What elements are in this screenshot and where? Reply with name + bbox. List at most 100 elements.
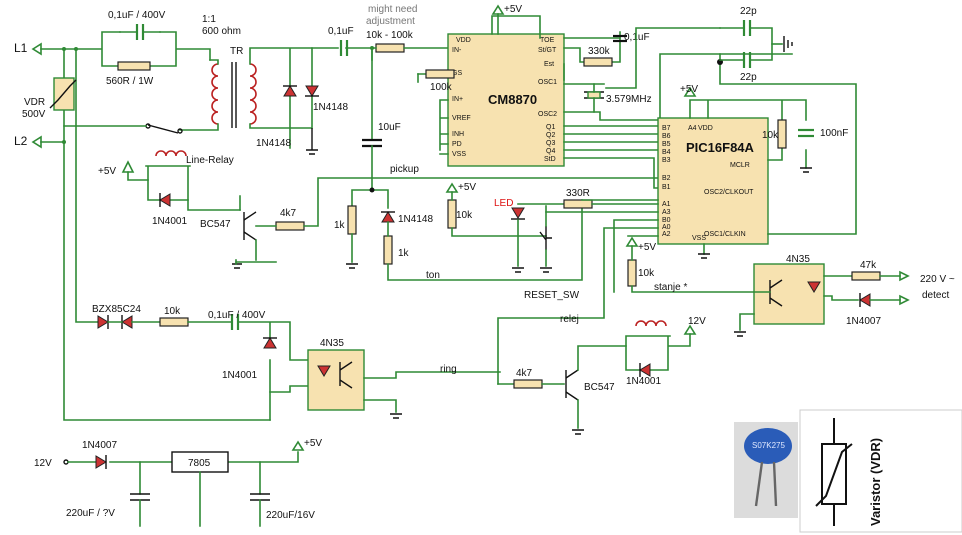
ac-detect-line1: 220 V ~ [920,274,955,285]
pickup-cap-label: 10uF [378,122,401,133]
mcu-pin-a1: A1 [662,201,671,208]
relay-out-diode: 1N4001 [626,376,661,387]
dtmf-input: 0,1uF might need adjustment 10k - 100k 1… [311,4,449,148]
dtmf-gs-res: 100k [430,82,453,93]
ring-cap: 0,1uF / 400V [208,310,266,321]
mcu-pin-b1: B1 [662,184,671,191]
stanje-circuit: +5V 10k stanje * [497,219,755,385]
pickup-res-1k: 1k [398,248,410,259]
mcu-pin-osc2: OSC2/CLKOUT [704,189,754,196]
pickup-network: pickup 1k 1N4148 1k ton [334,145,583,281]
psu-output: +5V [304,438,322,449]
clamp-diode-right-label: 1N4148 [313,102,348,113]
dtmf-pin-in-plus: IN+ [452,96,463,103]
relay-supply: +5V [98,166,116,177]
stanje-supply: +5V [638,242,656,253]
clamp-diodes: 1N4148 1N4148 [256,85,348,155]
dtmf-note-line1: might need [368,4,417,15]
ac-detect-diode: 1N4007 [846,316,881,327]
relay-diode-label: 1N4001 [152,216,187,227]
dtmf-input-res: 10k - 100k [366,30,414,41]
dtmf-pin-inh: INH [452,131,464,138]
mcu-pin-b7: B7 [662,125,671,132]
dtmf-pin-q2: Q2 [546,132,555,139]
input-resistor-label: 560R / 1W [106,76,154,87]
mcu-pin-b3: B3 [662,157,671,164]
mcu-pin-b6: B6 [662,133,671,140]
dtmf-est-res: 330k [588,46,611,57]
inset-symbol-caption: Varistor (VDR) [868,438,883,526]
dtmf-pin-q1: Q1 [546,124,555,131]
mcu-pin-vdd: VDD [698,125,713,132]
relay-label: Line-Relay [186,155,234,166]
transformer-impedance: 600 ohm [202,26,241,37]
dtmf-note-line2: adjustment [366,16,415,27]
terminal-l1-label: L1 [14,41,28,55]
ring-res: 10k [164,306,181,317]
ring-detect: BZX85C24 10k 0,1uF / 400V 1N4001 4N35 ri… [92,304,501,421]
ac-detect: 4N35 47k 1N4007 220 V ~ detect [734,254,955,337]
psu-regulator: 7805 [188,458,211,469]
dtmf-pin-vdd: VDD [456,37,471,44]
clamp-diode-bottom-label: 1N4148 [256,138,291,149]
dtmf-pin-osc1: OSC1 [538,79,557,86]
dtmf-pin-gs: GS [452,70,462,77]
transformer-ratio: 1:1 [202,14,216,25]
dtmf-pin-q4: Q4 [546,148,555,155]
mcu-pin-b5: B5 [662,141,671,148]
mcu-pin-osc1: OSC1/CLKIN [704,231,746,238]
pickup-diode: 1N4148 [398,214,433,225]
relay-out-net: relej [560,314,579,325]
terminal-l2-label: L2 [14,134,28,148]
tone-net-label: ton [426,270,440,281]
mcu-osc-cap2: 22p [740,72,757,83]
ring-opto: 4N35 [320,338,344,349]
vdr-name: VDR [24,97,45,108]
psu-cap-out: 220uF/16V [266,510,315,521]
dtmf-pin-q3: Q3 [546,140,555,147]
mcu-mclr-res: 10k [762,130,779,141]
mcu-pin-b0: B0 [662,217,671,224]
mcu-pin-mclr: MCLR [730,162,750,169]
power-supply: 12V 1N4007 7805 +5V 220uF / ?V 220uF/16V [34,438,322,527]
inset-varistor-symbol: Varistor (VDR) [799,409,962,533]
mcu-supply: +5V [680,84,698,95]
psu-cap-in: 220uF / ?V [66,508,115,519]
pickup-res-k: 1k [334,220,346,231]
dtmf-pin-std: StD [544,156,556,163]
dtmf-pin-vref: VREF [452,115,471,122]
mcu-pin-a2: A2 [662,231,671,238]
inset-varistor-photo: S07K275 [734,422,798,518]
inset-part-marking: S07K275 [752,441,785,450]
mcu-osc-cap1: 22p [740,6,757,17]
mcu-pin-a4: A4 [688,125,697,132]
dtmf-pin-osc2: OSC2 [538,111,557,118]
dtmf-pin-stgt: St/GT [538,47,557,54]
relay-base-res-label: 4k7 [280,208,297,219]
ring-diode: 1N4001 [222,370,257,381]
psu-input-label: 12V [34,458,52,469]
mcu-decoupling-cap: 100nF [820,128,848,139]
ring-net: ring [440,364,457,375]
mcu-pin-a0: A0 [662,224,671,231]
line-relay: Line-Relay +5V 1N4001 BC547 4k7 [63,123,659,269]
dtmf-pin-pd: PD [452,141,462,148]
led-supply: +5V [458,182,476,193]
ac-detect-res: 47k [860,260,877,271]
mcu-pin-b2: B2 [662,175,671,182]
mcu-chip: PIC16F84A A4 VDD B7 B6 B5 B4 B3 B2 B1 MC… [605,6,857,259]
dtmf-crystal: 3.579MHz [606,94,652,105]
vdr-rating: 500V [22,109,46,120]
input-cap-label: 0,1uF / 400V [108,10,166,21]
mcu-pin-vss: VSS [692,235,706,242]
ac-detect-line2: detect [922,290,949,301]
stanje-res: 10k [638,268,655,279]
transformer-tr: 1:1 600 ohm TR [179,14,313,149]
relay-out-driver: BC547 [584,382,615,393]
input-resistor-560r: 560R / 1W [106,61,154,87]
mcu-chip-name: PIC16F84A [686,140,755,155]
relay-out-supply: 12V [688,316,706,327]
dtmf-chip: CM8870 VDD IN- GS IN+ VREF INH PD VSS TO… [417,4,793,189]
mcu-pin-b4: B4 [662,149,671,156]
